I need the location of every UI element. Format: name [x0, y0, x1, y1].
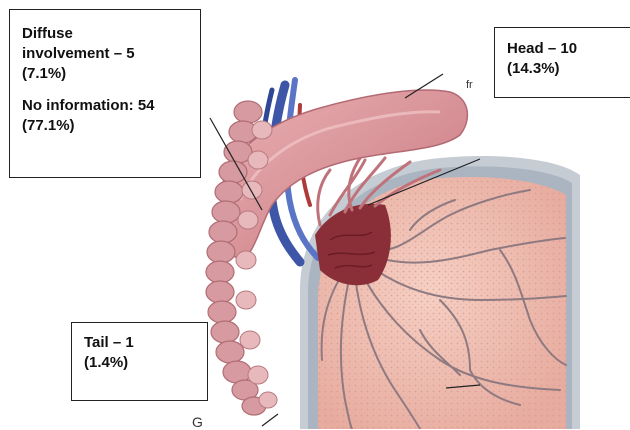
callout-diffuse-involvement: Diffuse involvement – 5 (7.1%) No inform…	[9, 9, 201, 178]
head-label: Head – 10	[507, 39, 620, 59]
no-information-label: No information: 54	[22, 96, 190, 116]
tail-label: Tail – 1	[84, 333, 197, 353]
diffuse-label-line1: Diffuse	[22, 24, 190, 44]
callout-head: Head – 10 (14.3%)	[494, 27, 630, 98]
marker-fr: fr	[466, 79, 473, 91]
head-percent: (14.3%)	[507, 59, 620, 79]
diffuse-label-line2: involvement – 5	[22, 44, 190, 64]
callout-tail: Tail – 1 (1.4%)	[71, 322, 208, 401]
diffuse-percent: (7.1%)	[22, 64, 190, 84]
leader-tail	[262, 414, 278, 426]
no-information-percent: (77.1%)	[22, 116, 190, 136]
marker-g: G	[192, 414, 203, 430]
tail-percent: (1.4%)	[84, 353, 197, 373]
